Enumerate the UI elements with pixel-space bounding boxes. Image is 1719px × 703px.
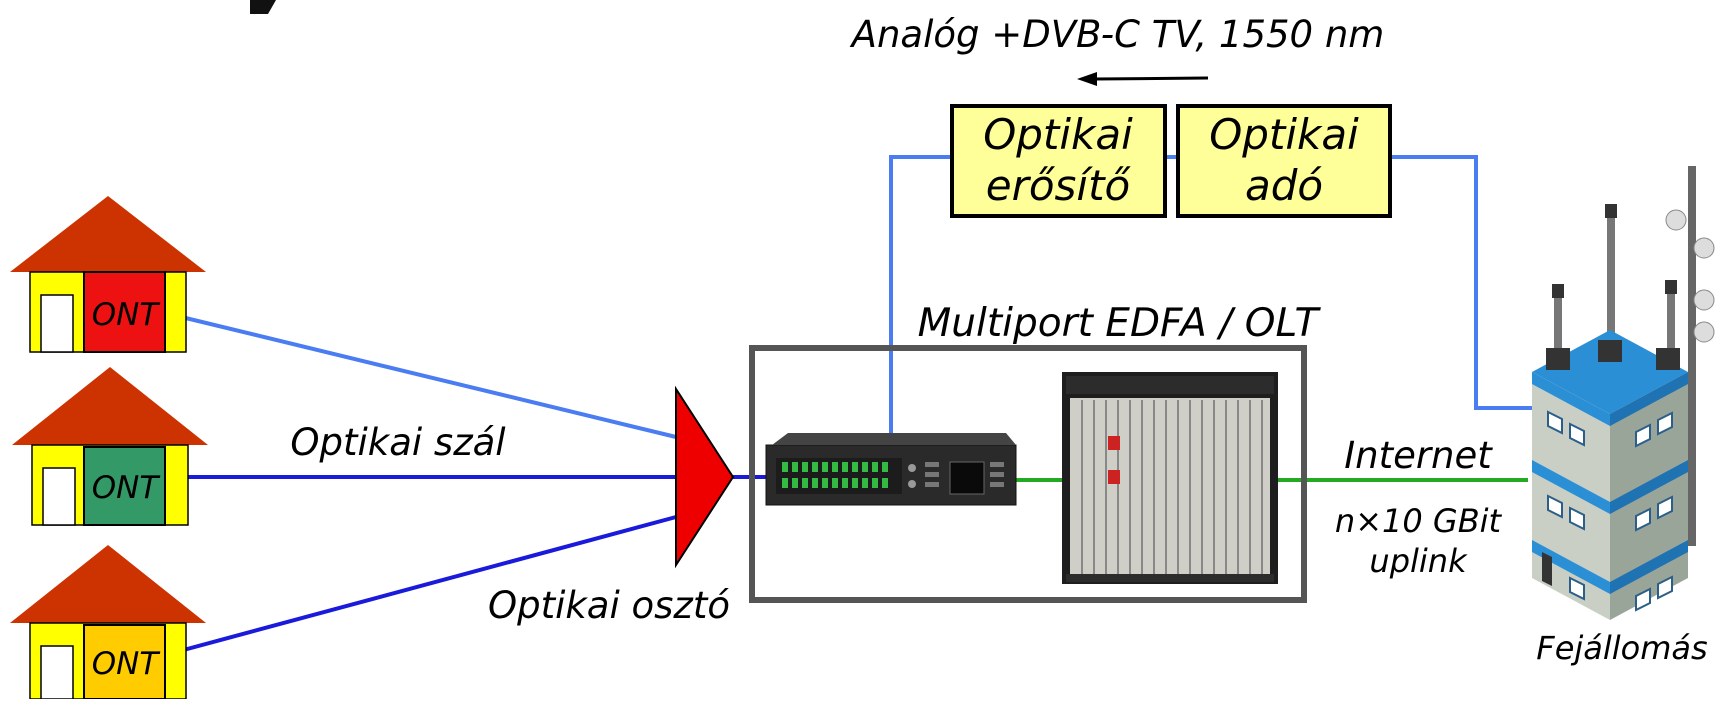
house-1-roof bbox=[10, 196, 206, 272]
optical-amplifier-label-line1: Optikai bbox=[983, 110, 1133, 159]
optical-transmitter-label-line2: adó bbox=[1245, 161, 1323, 210]
splitter-label: Optikai osztó bbox=[488, 584, 730, 627]
fiber-line-house-1 bbox=[164, 311, 677, 439]
optical-amplifier-box bbox=[950, 104, 1167, 218]
uplink-label-line1: n×10 GBit bbox=[1335, 502, 1503, 540]
cropped-title-fragment bbox=[250, 0, 276, 14]
multiport-edfa-olt-label: Multiport EDFA / OLT bbox=[918, 301, 1322, 346]
house-2: ONT bbox=[12, 367, 208, 526]
olt-chassis bbox=[1062, 372, 1278, 584]
analog-tv-label: Analóg +DVB-C TV, 1550 nm bbox=[850, 13, 1385, 56]
ont-label-3: ONT bbox=[92, 646, 161, 682]
ont-device-3 bbox=[83, 624, 166, 700]
optical-splitter bbox=[675, 385, 735, 569]
fiber-label: Optikai szál bbox=[290, 421, 506, 464]
internet-label: Internet bbox=[1344, 434, 1493, 477]
house-1-door bbox=[40, 294, 74, 353]
headend-building bbox=[1532, 166, 1715, 620]
tv-fiber-to-headend bbox=[1390, 155, 1545, 410]
signal-direction-arrow bbox=[1077, 72, 1209, 86]
house-3: ONT bbox=[10, 545, 206, 700]
house-2-roof bbox=[12, 367, 208, 445]
house-3-door bbox=[40, 645, 74, 700]
house-3-roof bbox=[10, 545, 206, 623]
headend-label: Fejállomás bbox=[1536, 629, 1707, 667]
ont-label-2: ONT bbox=[92, 470, 161, 506]
multiport-edfa-olt-frame bbox=[749, 345, 1307, 603]
ont-label-1: ONT bbox=[92, 297, 161, 333]
optical-amplifier-label-line2: erősítő bbox=[986, 161, 1132, 210]
ont-device-1 bbox=[83, 271, 166, 353]
edfa-rack-unit bbox=[765, 433, 1017, 506]
house-2-door bbox=[42, 467, 76, 526]
fiber-line-house-3 bbox=[164, 515, 677, 657]
optical-transmitter-label-line1: Optikai bbox=[1209, 110, 1359, 159]
uplink-label-line2: uplink bbox=[1369, 542, 1468, 580]
optical-transmitter-box bbox=[1176, 104, 1392, 218]
house-1: ONT bbox=[10, 196, 206, 353]
ont-device-2 bbox=[83, 446, 166, 526]
